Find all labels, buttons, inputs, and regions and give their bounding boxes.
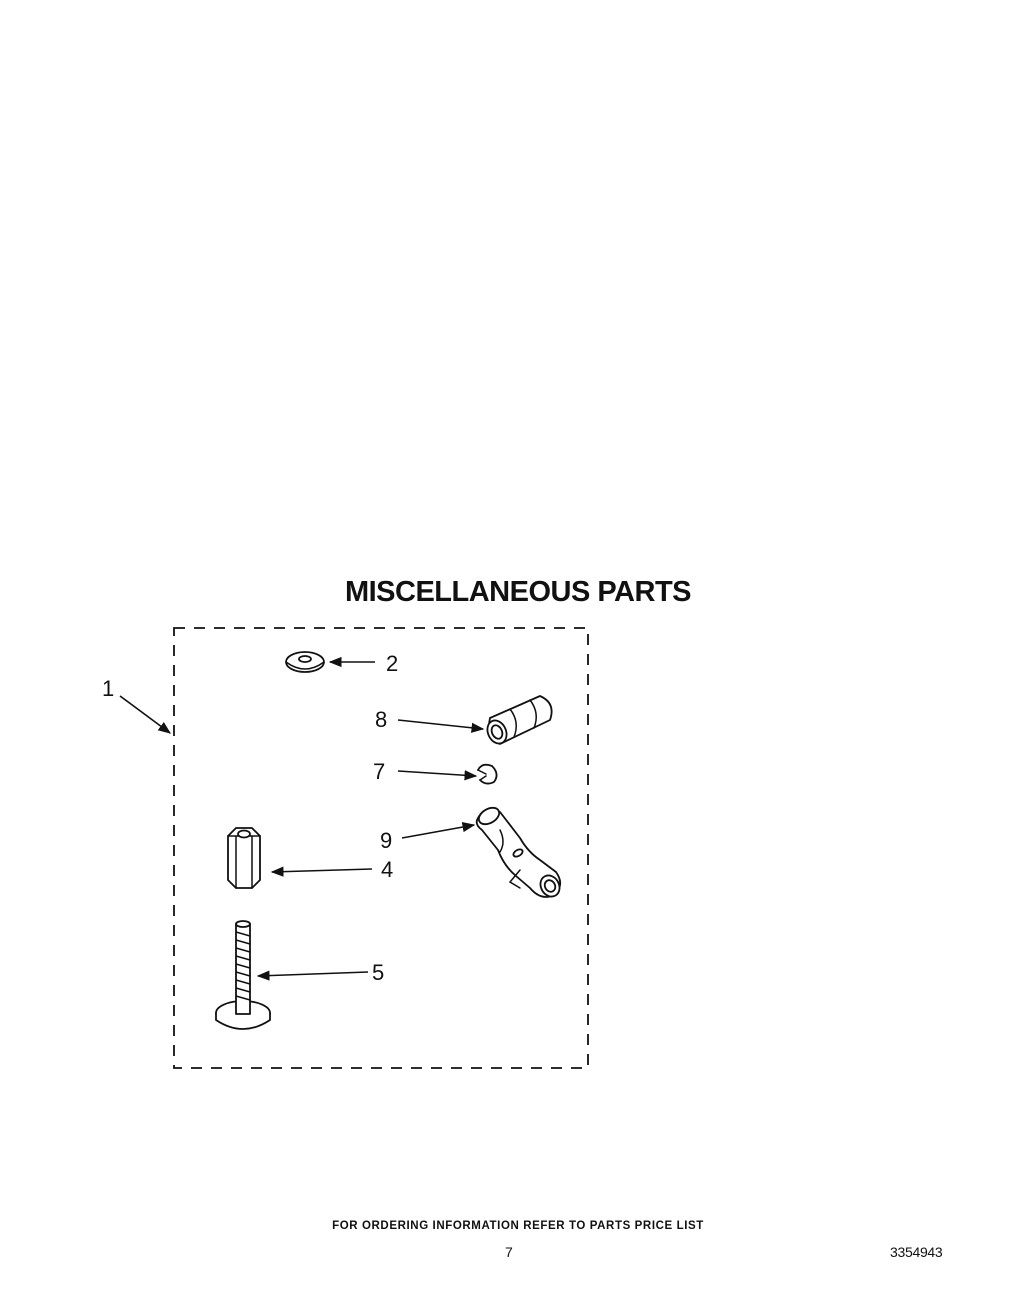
leader-9 — [401, 822, 476, 839]
leader-4 — [270, 866, 373, 877]
coupling-sleeve-part — [486, 695, 553, 745]
page-number: 7 — [505, 1244, 513, 1260]
callout-4: 4 — [381, 857, 393, 882]
leader-8 — [397, 719, 485, 733]
callout-7: 7 — [373, 759, 385, 784]
washer-part — [285, 651, 325, 673]
leader-5 — [256, 970, 369, 981]
callout-9: 9 — [380, 828, 392, 853]
document-number: 3354943 — [890, 1244, 943, 1260]
page-title: MISCELLANEOUS PARTS — [344, 576, 692, 608]
callout-5: 5 — [372, 960, 384, 985]
leader-7 — [397, 770, 478, 781]
hex-standoff-part — [227, 827, 261, 889]
leader-1 — [119, 695, 172, 734]
kit-boundary — [173, 627, 589, 1069]
callout-8: 8 — [375, 707, 387, 732]
ordering-note: FOR ORDERING INFORMATION REFER TO PARTS … — [332, 1220, 704, 1232]
callout-2: 2 — [386, 651, 398, 676]
callout-1: 1 — [102, 676, 114, 701]
clip-ring-part — [477, 763, 498, 785]
threaded-stud-part — [215, 920, 271, 1030]
hose-connector-part — [475, 806, 562, 898]
